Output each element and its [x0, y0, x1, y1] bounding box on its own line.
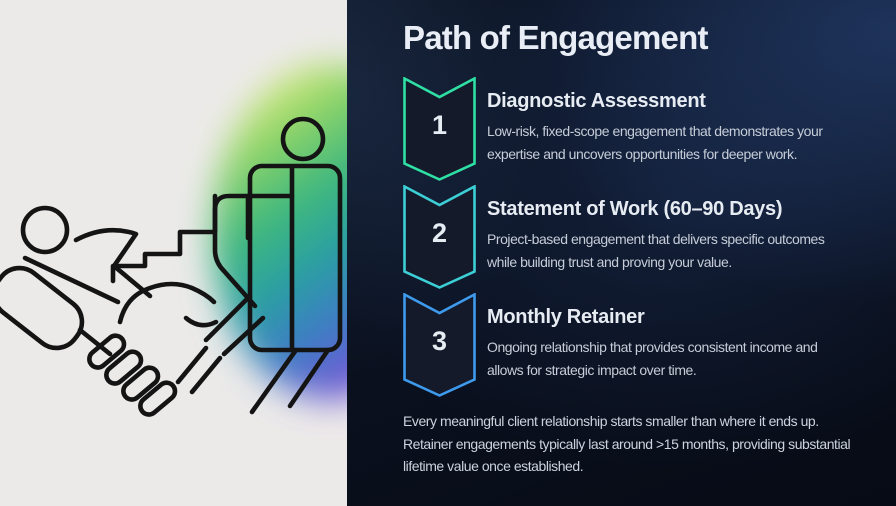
- handshake-icon: [0, 265, 266, 417]
- chevron-banner-icon: [403, 185, 476, 289]
- chevron-banner-icon: [403, 293, 476, 397]
- gradient-blob: [212, 64, 347, 400]
- footer-note: Every meaningful client relationship sta…: [403, 413, 851, 474]
- engagement-steps-list: 1 Diagnostic Assessment Low-risk, fixed-…: [403, 77, 886, 397]
- step-3-badge: 3: [403, 293, 476, 397]
- step-text: Monthly Retainer Ongoing relationship th…: [487, 293, 818, 397]
- step-text: Diagnostic Assessment Low-risk, fixed-sc…: [487, 77, 823, 181]
- step-1-badge: 1: [403, 77, 476, 181]
- step-number: 2: [431, 217, 448, 248]
- step-number: 1: [431, 109, 448, 140]
- step-statement-of-work: 2 Statement of Work (60–90 Days) Project…: [403, 185, 886, 289]
- handshake-growth-illustration: [0, 64, 347, 417]
- step-title: Monthly Retainer: [487, 306, 645, 328]
- step-title: Statement of Work (60–90 Days): [487, 198, 783, 220]
- chevron-banner-icon: [403, 77, 476, 181]
- step-description: Project-based engagement that delivers s…: [487, 231, 825, 270]
- illustration-panel: [0, 0, 347, 506]
- step-description: Low-risk, fixed-scope engagement that de…: [487, 123, 823, 162]
- step-monthly-retainer: 3 Monthly Retainer Ongoing relationship …: [403, 293, 886, 397]
- step-diagnostic-assessment: 1 Diagnostic Assessment Low-risk, fixed-…: [403, 77, 886, 181]
- staircase-icon: [110, 193, 218, 284]
- page-title: Path of Engagement: [403, 19, 708, 56]
- step-2-badge: 2: [403, 185, 476, 289]
- step-title: Diagnostic Assessment: [487, 90, 706, 112]
- step-text: Statement of Work (60–90 Days) Project-b…: [487, 185, 825, 289]
- step-description: Ongoing relationship that provides consi…: [487, 339, 818, 378]
- standing-figure-icon: [212, 116, 343, 415]
- content-panel: Path of Engagement 1 Diagnostic Assessme…: [347, 0, 896, 506]
- step-number: 3: [431, 325, 448, 356]
- reclining-figure-icon: [20, 205, 153, 305]
